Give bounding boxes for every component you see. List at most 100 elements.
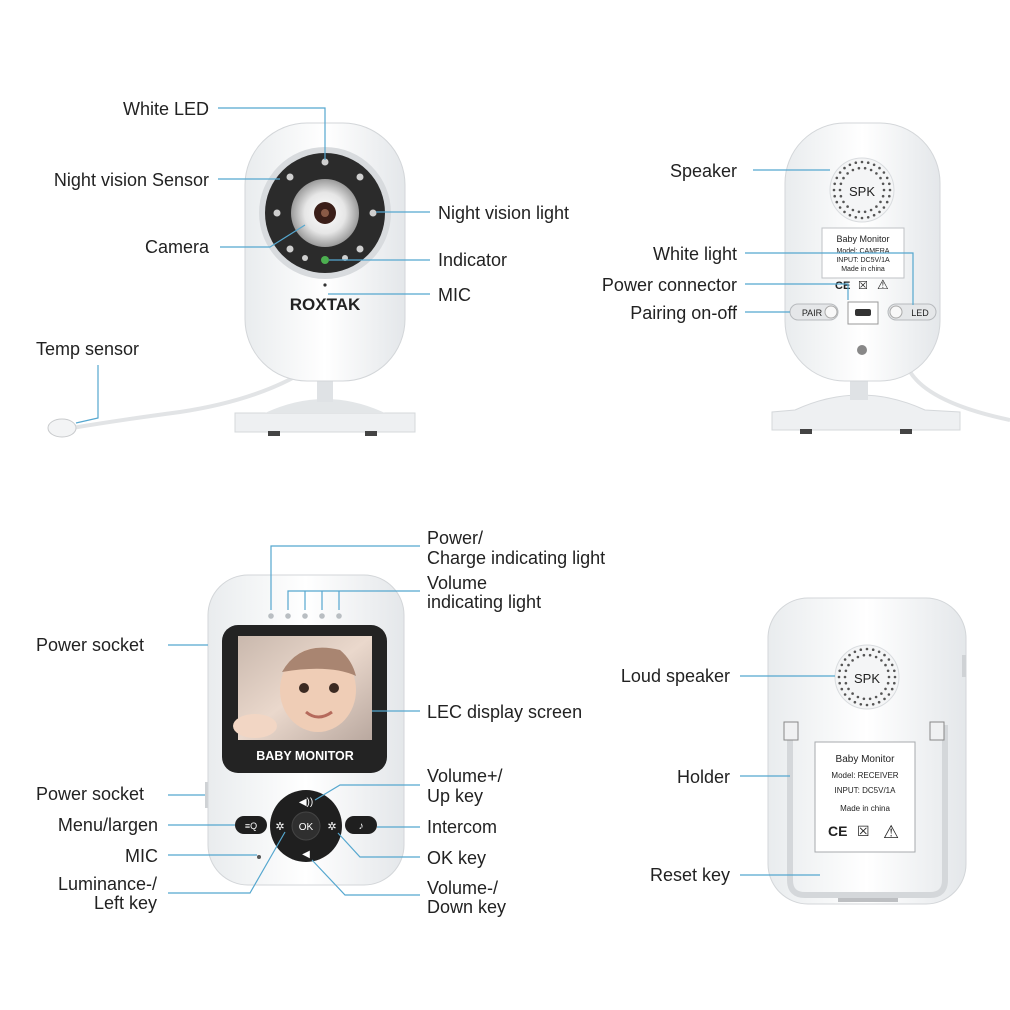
- receiver-sticker-line-1: Baby Monitor: [836, 754, 896, 765]
- ok-button[interactable]: [291, 811, 321, 841]
- grille-dot: [893, 675, 897, 679]
- grille-dot: [880, 659, 883, 662]
- label-night-vision-light: Night vision light: [438, 203, 569, 223]
- grille-dot: [848, 163, 852, 167]
- grille-dot: [833, 194, 836, 198]
- label-menu: Menu/largen: [58, 815, 158, 835]
- grille-dot: [853, 700, 857, 704]
- grille-dot: [882, 206, 886, 209]
- camera-base-top: [265, 399, 385, 413]
- sticker-line-2: Model: CAMERA: [837, 248, 890, 255]
- receiver-spk-mark: SPK: [854, 671, 880, 686]
- label-white-light: White light: [653, 244, 737, 264]
- grille-dot: [879, 200, 882, 204]
- grille-dot: [882, 188, 886, 192]
- grille-dot: [840, 663, 844, 667]
- grille-dot: [851, 692, 854, 695]
- indicator-leds: [268, 613, 342, 619]
- grille-dot: [835, 200, 839, 204]
- label-power-socket-top: Power socket: [36, 635, 144, 655]
- camera-lens-center: [321, 209, 329, 217]
- receiver-weee-icon: ☒: [857, 823, 870, 839]
- receiver-back-speaker: [834, 644, 900, 710]
- label-indicator: Indicator: [438, 250, 507, 270]
- label-luminance-1: Luminance-/: [58, 874, 157, 894]
- spk-mark: SPK: [849, 184, 875, 199]
- grille-dot: [886, 669, 890, 673]
- grille-dot: [869, 168, 873, 172]
- grille-dot: [842, 176, 845, 180]
- grille-dot: [832, 188, 836, 192]
- leader-white-led: [218, 107, 326, 160]
- leader-power-charge: [270, 545, 420, 610]
- grille-dot: [882, 171, 886, 174]
- grille-dot: [866, 216, 870, 219]
- grille-dot: [887, 675, 891, 679]
- label-speaker: Speaker: [670, 161, 737, 181]
- grille-dot: [868, 653, 872, 657]
- temp-sensor-probe: [47, 418, 77, 438]
- grille-dot: [875, 205, 878, 208]
- camera-back-foot: [900, 429, 912, 434]
- leader-white-light: [745, 252, 914, 305]
- grille-dot: [872, 163, 876, 167]
- led-button-label: LED: [911, 308, 929, 318]
- temp-cable: [71, 366, 312, 430]
- grille-dot: [874, 655, 878, 659]
- receiver-front: BABY MONITOR OK ◀)) ◀ ✲ ✲ ≡Q ♪ Power/ Ch…: [36, 528, 605, 917]
- grille-dot: [837, 675, 841, 679]
- grille-dot: [890, 663, 894, 667]
- camera-base: [234, 412, 416, 433]
- grille-dot: [847, 663, 850, 667]
- ce-mark: CE: [835, 280, 850, 292]
- grille-dot: [851, 208, 855, 212]
- intercom-button[interactable]: [345, 816, 377, 834]
- grille-dot: [860, 160, 864, 164]
- menu-icon: ≡Q: [245, 821, 257, 831]
- grille-dot: [863, 210, 867, 214]
- grille-dot: [886, 681, 890, 685]
- label-power-socket-side: Power socket: [36, 784, 144, 804]
- mic-hole: [257, 855, 261, 859]
- weee-icon: ☒: [858, 280, 868, 292]
- label-volume-up-2: Up key: [427, 786, 483, 806]
- volume-up-icon: ◀)): [299, 797, 313, 808]
- grille-dot: [871, 703, 875, 706]
- camera-back: SPK Baby Monitor Model: CAMERA INPUT: DC…: [602, 122, 1010, 434]
- screw-icon: [857, 345, 867, 355]
- grille-dot: [883, 653, 886, 657]
- grille-dot: [839, 194, 843, 198]
- grille-dot: [848, 653, 851, 657]
- grille-dot: [856, 655, 860, 659]
- grille-dot: [843, 210, 846, 214]
- indicator-led: [321, 256, 329, 264]
- camera-front: ROXTAK White LED Night vision Sensor Cam…: [36, 99, 569, 438]
- label-mic: MIC: [125, 846, 158, 866]
- ok-button-label: OK: [299, 822, 314, 833]
- grille-dot: [880, 692, 883, 695]
- grille-dot: [844, 681, 848, 685]
- grille-dot: [862, 697, 866, 701]
- grille-dot: [838, 188, 842, 192]
- grille-dot: [877, 700, 881, 704]
- grille-dot: [838, 171, 842, 174]
- grille-dot: [853, 650, 857, 654]
- holder-hinge: [929, 721, 945, 741]
- label-pairing: Pairing on-off: [630, 303, 738, 323]
- grille-dot: [857, 210, 861, 214]
- grille-dot: [843, 693, 847, 696]
- volume-down-icon: ◀: [302, 849, 310, 860]
- receiver-back-side-key: [962, 655, 966, 677]
- grille-dot: [847, 687, 850, 691]
- baby-image: [233, 647, 356, 738]
- grille-dot: [879, 176, 882, 180]
- menu-button[interactable]: [235, 816, 267, 834]
- grille-dot: [888, 188, 892, 192]
- grille-dot: [843, 166, 846, 170]
- reset-key[interactable]: [838, 898, 898, 902]
- receiver-sticker-line-3: INPUT: DC5V/1A: [835, 786, 897, 795]
- grille-dot: [871, 648, 875, 651]
- leader-volume-down: [311, 859, 420, 896]
- grille-dot: [888, 182, 891, 186]
